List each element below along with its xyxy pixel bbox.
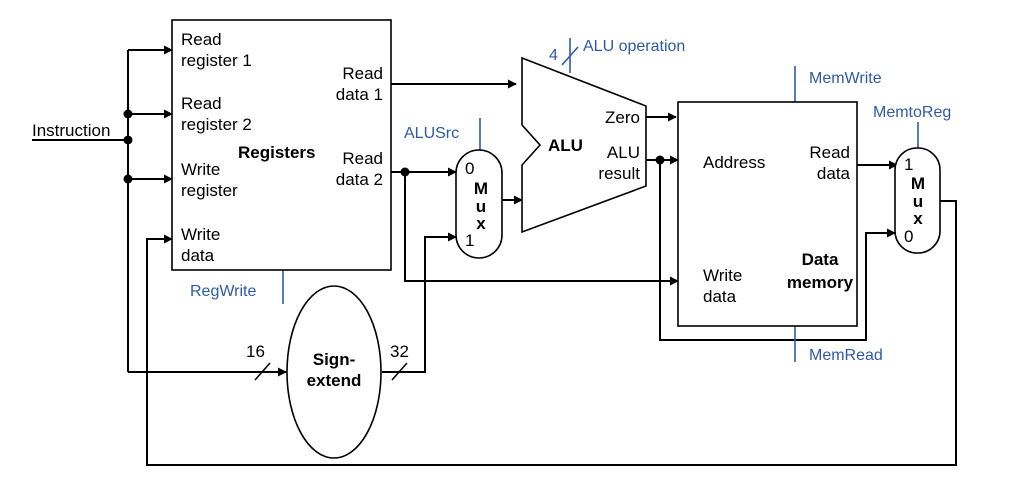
- writeback-wire: [146, 200, 957, 466]
- alusrc-label: ALUSrc: [404, 125, 459, 142]
- mem-read-data-label-line2: data: [817, 164, 851, 183]
- write-register-label-line1: Write: [181, 160, 220, 179]
- alu-operation-width: 4: [549, 47, 558, 64]
- sign-extend-in-width: 16: [246, 342, 265, 361]
- alu-result-label-line2: result: [598, 164, 640, 183]
- memtoreg-mux-letter-x: x: [913, 209, 923, 228]
- alu-bypass-wire: [659, 160, 896, 341]
- read-data-1-label-line1: Read: [342, 64, 383, 83]
- read-register-1-label-line2: register 1: [181, 51, 252, 70]
- write-data-label-line1: Write: [181, 225, 220, 244]
- width-slash-32: [391, 362, 408, 381]
- mem-write-data-label-line1: Write: [703, 266, 742, 285]
- memtoreg-mux-letter-u: u: [913, 192, 923, 211]
- read-data-2-label-line1: Read: [342, 149, 383, 168]
- alu-operation-slash: [561, 46, 579, 66]
- read-data-1-label-line2: data 1: [336, 85, 383, 104]
- alusrc-mux-in1: 1: [465, 231, 474, 250]
- memtoreg-mux: [894, 147, 941, 254]
- junction-dot: [123, 109, 133, 119]
- control-lines: [282, 38, 919, 362]
- sign-extend-out-width: 32: [390, 342, 409, 361]
- read-register-2-label-line1: Read: [181, 94, 222, 113]
- address-label: Address: [703, 153, 765, 172]
- wires: [32, 45, 957, 466]
- data-memory-title-line2: memory: [787, 273, 854, 292]
- alusrc-mux-letter-u: u: [476, 197, 486, 216]
- data-memory-title-line1: Data: [802, 250, 839, 269]
- alu-result-label-line1: ALU: [607, 143, 640, 162]
- sign-extend-label-line2: extend: [307, 371, 362, 390]
- memtoreg-label: MemtoReg: [873, 104, 951, 121]
- read-data-2-label-line2: data 2: [336, 170, 383, 189]
- zero-label: Zero: [605, 108, 640, 127]
- alusrc-mux-in0: 0: [465, 159, 474, 178]
- mem-write-data-wire: [404, 172, 679, 286]
- registers-block: [171, 19, 392, 271]
- alusrc-mux-letter-m: M: [474, 179, 488, 198]
- junction-dot: [655, 155, 665, 165]
- alusrc-mux: [455, 149, 503, 259]
- junction-dot: [123, 174, 133, 184]
- sign-extend-label-line1: Sign-: [313, 350, 356, 369]
- read-register-1-label-line1: Read: [181, 30, 222, 49]
- mem-write-data-label-line2: data: [703, 287, 737, 306]
- regwrite-label: RegWrite: [190, 283, 256, 300]
- sign-extend-out-wire: [382, 232, 457, 373]
- memtoreg-mux-in0: 0: [904, 227, 913, 246]
- write-data-label-line2: data: [181, 246, 215, 265]
- memwrite-label: MemWrite: [809, 70, 882, 87]
- write-register-label-line2: register: [181, 181, 238, 200]
- alu-operation-label: ALU operation: [583, 38, 685, 55]
- memtoreg-mux-in1: 1: [904, 155, 913, 174]
- sign-extend-block: [286, 285, 382, 459]
- labels: Instruction Read register 1 Read registe…: [32, 30, 951, 390]
- width-slash-16: [254, 362, 271, 381]
- registers-title: Registers: [238, 143, 315, 162]
- junction-dot: [400, 167, 410, 177]
- instruction-label: Instruction: [32, 121, 110, 140]
- mem-read-data-label-line1: Read: [809, 143, 850, 162]
- alu-title: ALU: [548, 136, 583, 155]
- memread-label: MemRead: [809, 347, 883, 364]
- junction-dot: [123, 135, 133, 145]
- read-register-2-label-line2: register 2: [181, 115, 252, 134]
- alusrc-mux-letter-x: x: [476, 214, 486, 233]
- memtoreg-mux-letter-m: M: [911, 174, 925, 193]
- data-memory-block: [677, 101, 858, 327]
- alu-block: [521, 56, 647, 234]
